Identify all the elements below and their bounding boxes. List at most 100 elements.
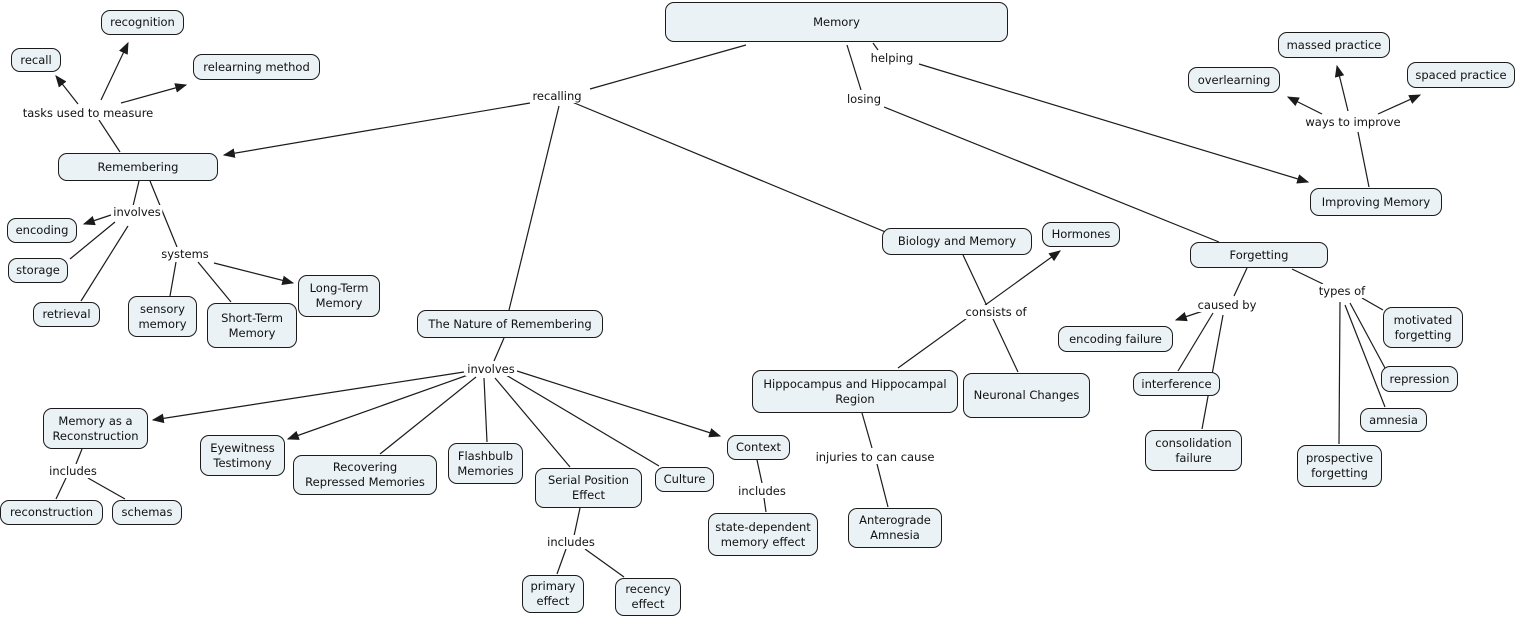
edge-line [556,548,567,575]
concept-node-flashbulb-memories[interactable]: Flashbulb Memories [448,443,523,484]
edge-line [571,101,901,239]
edge-line [169,261,177,297]
concept-node-improving-memory[interactable]: Improving Memory [1310,188,1442,216]
concept-node-biology-and-memory[interactable]: Biology and Memory [882,228,1032,255]
edge-line [918,63,1310,184]
link-label-includes-context[interactable]: includes [736,484,788,498]
edge-line [573,507,581,537]
concept-node-recognition[interactable]: recognition [101,10,184,35]
concept-node-encoding-failure[interactable]: encoding failure [1058,326,1173,352]
concept-node-consolidation-failure[interactable]: consolidation failure [1145,430,1242,471]
link-label-involves-remembering[interactable]: involves [111,205,163,219]
edge-line [763,497,767,513]
link-label-includes-reconstruction[interactable]: includes [47,464,99,478]
concept-node-spaced-practice[interactable]: spaced practice [1407,62,1515,88]
concept-node-prospective-forgetting[interactable]: prospective forgetting [1297,445,1382,487]
edge-line [69,221,116,260]
concept-node-neuronal-changes[interactable]: Neuronal Changes [963,373,1090,418]
concept-node-hormones[interactable]: Hormones [1042,222,1120,247]
edge-line [1357,131,1370,188]
edge-line [80,225,129,302]
edge-line [584,548,625,578]
concept-node-remembering[interactable]: Remembering [58,153,218,181]
edge-line [1344,304,1386,408]
edge-line [55,477,67,500]
concept-node-short-term-memory[interactable]: Short-Term Memory [207,303,297,348]
edge-line [132,180,140,207]
edge-line [1174,310,1204,322]
edge-line [100,41,129,101]
concept-node-amnesia[interactable]: amnesia [1360,408,1427,432]
concept-node-primary-effect[interactable]: primary effect [522,575,584,613]
edge-line [55,75,79,105]
concept-node-state-dependent-memory-effect[interactable]: state-dependent memory effect [708,513,818,556]
concept-node-interference[interactable]: interference [1133,372,1220,396]
edge-line [87,477,126,500]
concept-node-culture[interactable]: Culture [655,467,714,492]
concept-node-repression[interactable]: repression [1381,366,1458,392]
edge-line [483,377,488,443]
concept-node-forgetting[interactable]: Forgetting [1190,242,1328,268]
edge-group [55,41,1422,578]
link-label-caused-by[interactable]: caused by [1195,298,1259,312]
edge-line [756,459,763,484]
link-label-systems[interactable]: systems [159,247,211,261]
link-label-includes-serial-position[interactable]: includes [545,535,597,549]
concept-node-overlearning[interactable]: overlearning [1188,67,1280,93]
edge-line [82,214,112,226]
concept-node-sensory-memory[interactable]: sensory memory [128,296,197,337]
edge-line [589,44,747,90]
edge-line [1361,297,1384,311]
edge-line [1349,302,1386,369]
concept-node-reconstruction[interactable]: reconstruction [0,500,103,525]
link-label-tasks-used-to-measure[interactable]: tasks used to measure [20,106,156,120]
concept-node-hippocampus-and-hippocampal-region[interactable]: Hippocampus and Hippocampal Region [752,370,958,413]
link-label-types-of[interactable]: types of [1316,284,1368,298]
edge-line [1291,268,1324,285]
concept-node-motivated-forgetting[interactable]: motivated forgetting [1383,307,1463,348]
link-label-helping[interactable]: helping [868,51,916,65]
edge-line [883,106,1220,243]
concept-node-recall[interactable]: recall [11,48,61,72]
edge-line [75,448,83,465]
concept-node-nature-of-remembering[interactable]: The Nature of Remembering [417,310,603,338]
link-label-recalling[interactable]: recalling [530,89,584,103]
concept-node-anterograde-amnesia[interactable]: Anterograde Amnesia [848,508,942,548]
edge-line [508,105,560,311]
link-label-losing[interactable]: losing [844,92,884,106]
edge-line [1338,301,1341,445]
edge-line [1286,96,1323,115]
edge-line [98,119,121,153]
edge-line [222,102,531,158]
concept-node-retrieval[interactable]: retrieval [33,302,100,327]
concept-node-eyewitness-testimony[interactable]: Eyewitness Testimony [200,435,285,476]
link-label-involves-nature[interactable]: involves [465,362,517,376]
edge-line [1177,312,1214,372]
edge-line [149,180,178,248]
link-label-consists-of[interactable]: consists of [963,305,1029,319]
concept-node-recency-effect[interactable]: recency effect [615,578,681,616]
edge-line [876,463,889,508]
concept-node-context[interactable]: Context [727,435,790,460]
edge-line [213,262,295,286]
concept-node-relearning-method[interactable]: relearning method [193,54,320,80]
concept-node-schemas[interactable]: schemas [112,500,182,525]
edge-line [846,44,862,91]
edge-line [286,374,469,440]
concept-node-memory-as-a-reconstruction[interactable]: Memory as a Reconstruction [43,408,148,449]
edge-line [493,337,505,362]
link-label-ways-to-improve[interactable]: ways to improve [1303,115,1403,129]
edge-line [872,42,879,51]
concept-node-massed-practice[interactable]: massed practice [1278,32,1390,58]
concept-node-recovering-repressed-memories[interactable]: Recovering Repressed Memories [293,455,437,495]
edge-line [1233,267,1248,297]
edge-line [379,376,477,455]
concept-node-memory[interactable]: Memory [665,2,1008,42]
link-label-injuries-to-can-cause[interactable]: injuries to can cause [813,450,937,464]
concept-node-long-term-memory[interactable]: Long-Term Memory [298,275,380,317]
concept-node-encoding[interactable]: encoding [7,218,77,243]
edge-line [120,83,188,104]
concept-node-storage[interactable]: storage [8,258,68,283]
concept-node-serial-position-effect[interactable]: Serial Position Effect [535,468,642,508]
